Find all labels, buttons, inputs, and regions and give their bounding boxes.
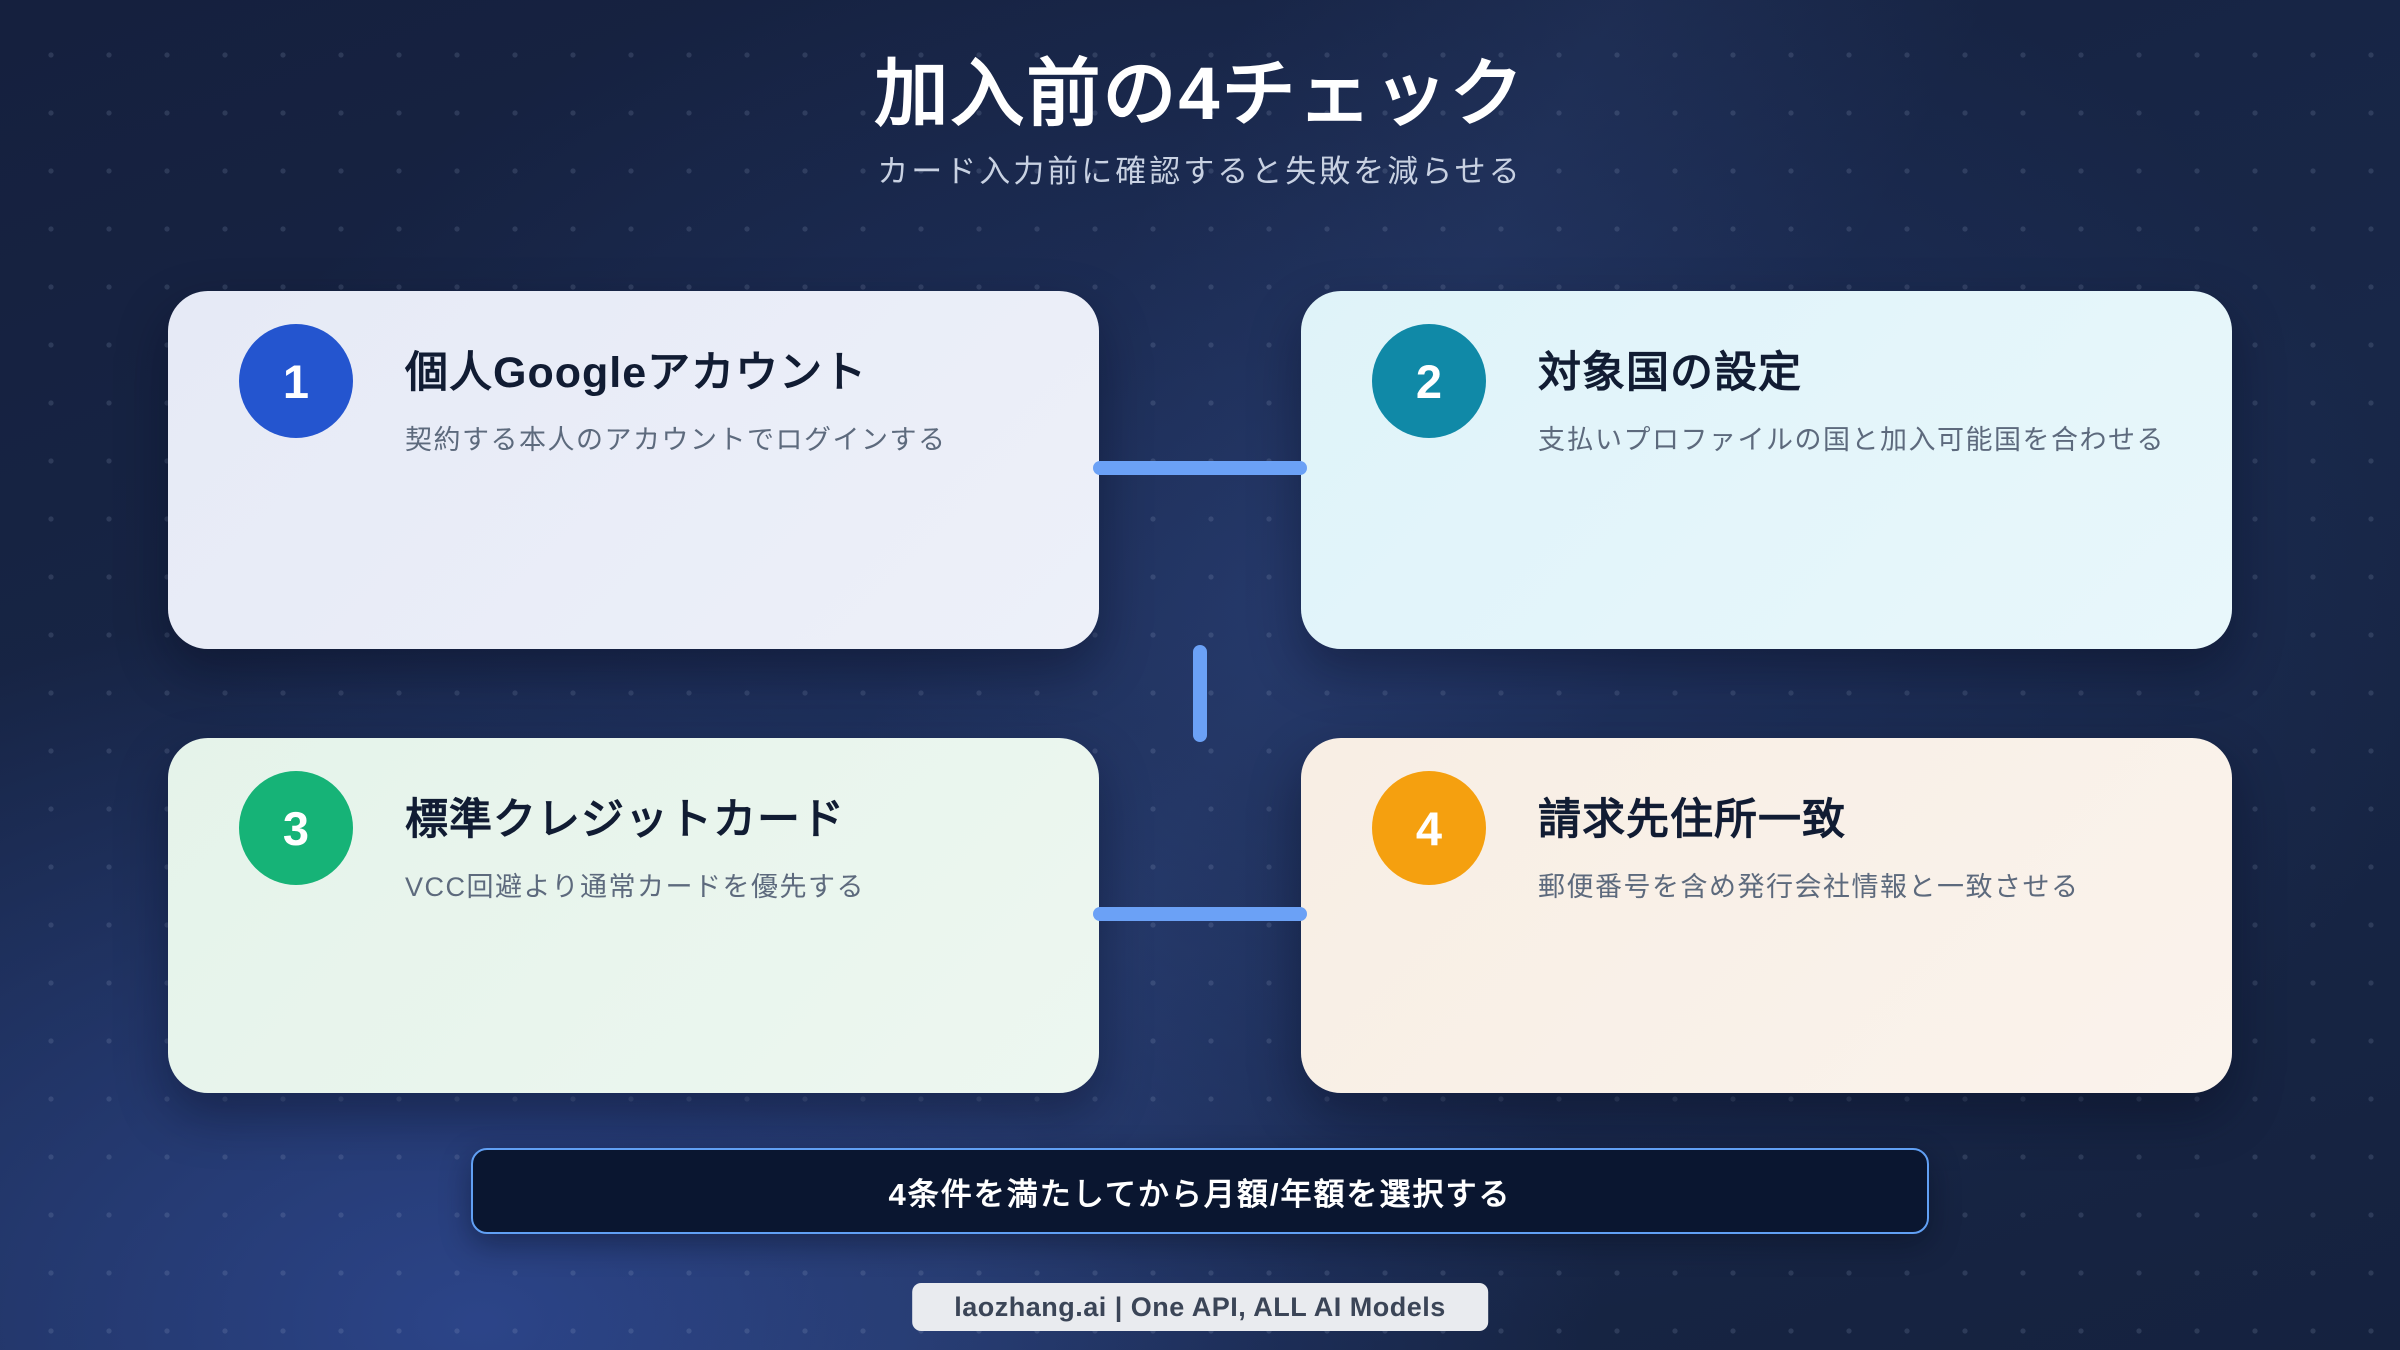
step-4-title: 請求先住所一致 [1538, 796, 1846, 844]
step-2-description: 支払いプロファイルの国と加入可能国を合わせる [1538, 425, 2165, 455]
connector-horizontal-top [1093, 461, 1307, 475]
step-2-text: 対象国の設定 支払いプロファイルの国と加入可能国を合わせる [1538, 324, 2165, 454]
connector-horizontal-bottom [1093, 907, 1307, 921]
step-3-title: 標準クレジットカード [405, 796, 845, 844]
step-4-number-badge: 4 [1372, 771, 1486, 885]
step-3-text: 標準クレジットカード VCC回避より通常カードを優先する [405, 771, 865, 901]
check-card-4-billing-address: 4 請求先住所一致 郵便番号を含め発行会社情報と一致させる [1301, 738, 2232, 1093]
check-card-2-target-country: 2 対象国の設定 支払いプロファイルの国と加入可能国を合わせる [1301, 291, 2232, 649]
check-card-1-personal-google-account: 1 個人Googleアカウント 契約する本人のアカウントでログインする [168, 291, 1099, 649]
page-title: 加入前の4チェック [874, 52, 1526, 135]
step-1-number-badge: 1 [239, 324, 353, 438]
step-4-description: 郵便番号を含め発行会社情報と一致させる [1538, 872, 2080, 902]
page-subtitle: カード入力前に確認すると失敗を減らせる [877, 154, 1523, 189]
step-3-description: VCC回避より通常カードを優先する [405, 872, 865, 902]
check-card-3-standard-credit-card: 3 標準クレジットカード VCC回避より通常カードを優先する [168, 738, 1099, 1093]
connector-vertical-center [1193, 645, 1207, 742]
step-3-number-badge: 3 [239, 771, 353, 885]
step-1-title: 個人Googleアカウント [405, 349, 868, 397]
step-1-text: 個人Googleアカウント 契約する本人のアカウントでログインする [405, 324, 947, 454]
step-2-title: 対象国の設定 [1538, 349, 1802, 397]
brand-footer-badge[interactable]: laozhang.ai | One API, ALL AI Models [912, 1283, 1488, 1331]
step-4-text: 請求先住所一致 郵便番号を含め発行会社情報と一致させる [1538, 771, 2080, 901]
cta-banner[interactable]: 4条件を満たしてから月額/年額を選択する [471, 1148, 1929, 1234]
step-1-description: 契約する本人のアカウントでログインする [405, 425, 947, 455]
step-2-number-badge: 2 [1372, 324, 1486, 438]
